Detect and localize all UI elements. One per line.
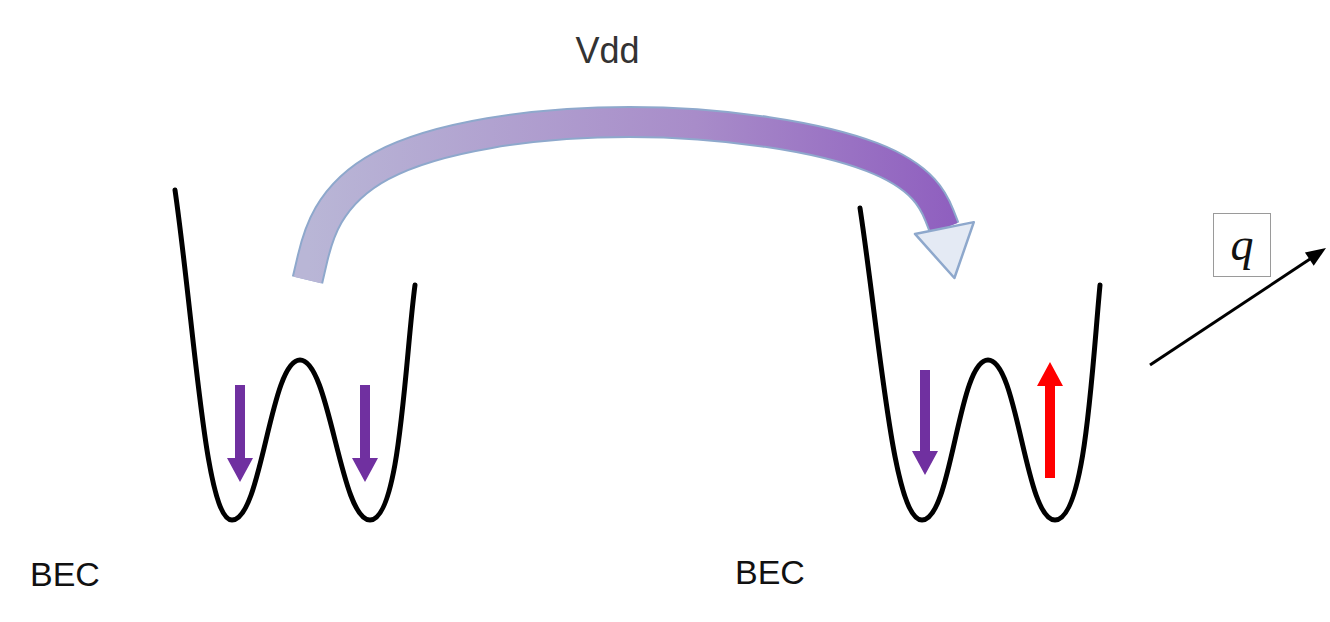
momentum-label-box: q — [1213, 213, 1271, 277]
coupling-label: Vdd — [576, 30, 640, 71]
cloud-shape — [30, 272, 585, 582]
momentum-arrowhead — [1305, 248, 1326, 266]
cloud-label: BEC — [30, 555, 100, 594]
hatched-region — [966, 275, 1288, 575]
cloud-shape — [732, 275, 1288, 575]
arrow-body — [308, 122, 945, 280]
vector-label: q — [1231, 219, 1254, 272]
cloud-fill — [732, 275, 1288, 575]
spin-down-arrow — [227, 385, 253, 482]
bec-cloud: BEC — [30, 272, 585, 582]
cloud-fill — [30, 272, 585, 582]
bec-cloud: BEC — [732, 275, 1288, 575]
spin-up-arrow — [1037, 362, 1063, 478]
spin-down-arrow — [352, 385, 378, 482]
arrow-outline — [308, 122, 945, 280]
arrow-head — [915, 222, 974, 278]
cloud-label: BEC — [735, 553, 805, 592]
coupling-arrow — [308, 122, 974, 280]
spin-down-arrow — [912, 370, 938, 475]
double-well-potential — [175, 190, 415, 520]
double-well-potential — [860, 208, 1100, 520]
